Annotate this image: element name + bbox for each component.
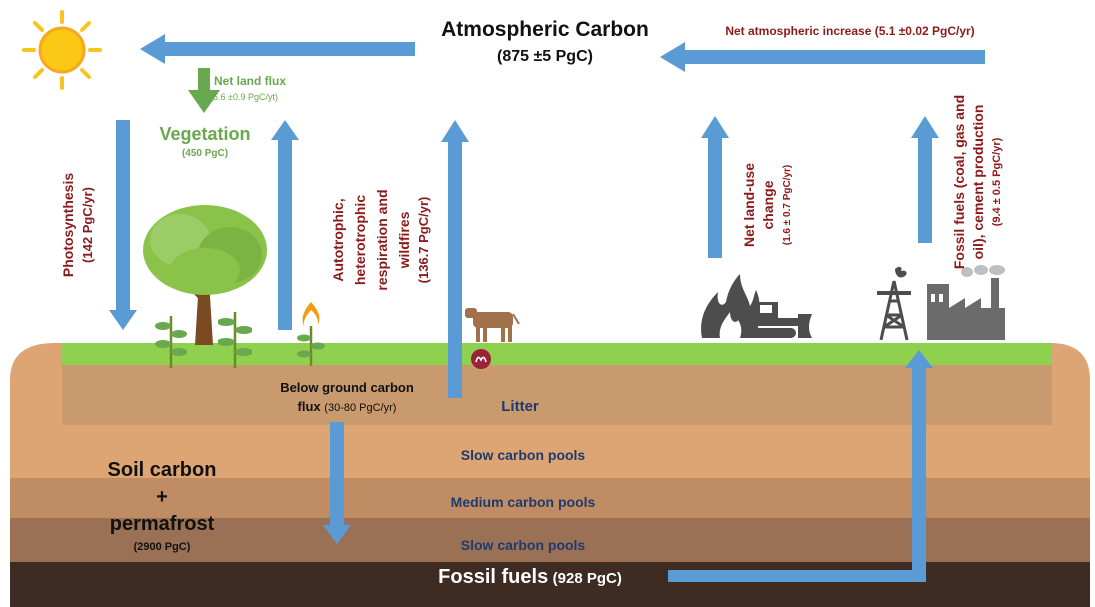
soil-carbon-label: Soil carbon + permafrost — [72, 457, 252, 538]
tree-icon — [143, 205, 267, 345]
fossil-fuels-label: Fossil fuels (928 PgC) — [400, 566, 660, 589]
arrow-fossil-emission — [911, 116, 939, 243]
fossil-emission-value: (9.4 ± 0.5 PgC/yr) — [991, 137, 1003, 227]
net-land-flux-value: (5.6 ±0.9 PgC/yt) — [210, 92, 278, 102]
fire-icon — [297, 302, 325, 366]
soil-line1: Soil carbon — [107, 459, 217, 481]
arrow-net-increase — [660, 42, 985, 72]
photosynthesis-text: Photosynthesis — [60, 172, 76, 278]
soil-amount: (2900 PgC) — [133, 541, 191, 553]
vegetation-amount: (450 PgC) — [181, 148, 229, 159]
plant-icon — [218, 312, 252, 368]
soil-line3: permafrost — [109, 513, 215, 535]
photosynthesis-value: (142 PgC/yr) — [80, 187, 95, 263]
oil-rig-icon — [877, 266, 911, 340]
net-atmospheric-increase-label: Net atmospheric increase (5.1 ±0.02 PgC/… — [725, 24, 975, 38]
land-use-label: Net land-use change (1.6 ± 0.7 PgC/yr) — [740, 130, 800, 280]
photosynthesis-label: Photosynthesis (142 PgC/yr) — [59, 140, 99, 310]
respiration-line4: wildfires — [396, 211, 412, 269]
medium-carbon-pools: Medium carbon pools — [450, 494, 596, 510]
topsoil-layer — [62, 365, 1052, 425]
arrow-litter-up — [441, 120, 469, 398]
soil-line2: + — [156, 486, 168, 508]
below-ground-value: (30-80 PgC/yr) — [324, 402, 397, 414]
respiration-line3: respiration and — [374, 189, 390, 291]
arrow-photosynthesis — [109, 120, 137, 330]
arrow-net-land-flux — [188, 68, 220, 113]
respiration-line1: Autotrophic, — [330, 198, 346, 282]
atmosphere-title: Atmospheric Carbon — [441, 18, 649, 41]
net-land-flux-label: Net land flux — [214, 74, 287, 88]
microbe-icon — [471, 349, 491, 369]
land-use-value: (1.6 ± 0.7 PgC/yr) — [782, 164, 793, 246]
respiration-label: Autotrophic, heterotrophic respiration a… — [327, 135, 431, 345]
plant-icon — [155, 316, 187, 368]
fossil-fuels-title: Fossil fuels — [438, 566, 549, 588]
fossil-emission-label: Fossil fuels (coal, gas and oil), cement… — [950, 87, 1010, 277]
vegetation-title: Vegetation — [159, 124, 251, 144]
below-ground-line1: Below ground carbon — [280, 380, 414, 395]
arrow-land-use — [701, 116, 729, 258]
fossil-emission-line1: Fossil fuels (coal, gas and — [951, 94, 967, 270]
arrow-fossil-extraction — [668, 350, 933, 582]
respiration-line2: heterotrophic — [352, 194, 368, 286]
respiration-value: (136.7 PgC/yr) — [416, 196, 431, 284]
below-ground-label: Below ground carbon flux (30-80 PgC/yr) — [262, 378, 432, 418]
land-use-line1: Net land-use — [741, 163, 757, 248]
atmosphere-amount: (875 ±5 PgC) — [497, 48, 593, 65]
cow-icon — [465, 308, 520, 342]
bulldozer-fire-icon — [701, 274, 812, 338]
land-use-line2: change — [760, 180, 776, 230]
medium-pool-band — [10, 478, 1090, 518]
fossil-fuels-amount: (928 PgC) — [552, 570, 622, 587]
deep-pool-band — [10, 518, 1090, 562]
grass-strip — [62, 343, 1052, 365]
sun-icon — [22, 10, 102, 90]
litter-label: Litter — [501, 398, 539, 415]
slow-carbon-pools-top: Slow carbon pools — [460, 447, 586, 463]
fossil-emission-line2: oil), cement production — [970, 104, 986, 260]
slow-carbon-pools-bottom: Slow carbon pools — [460, 537, 586, 553]
below-ground-line2: flux (30-80 PgC/yr) — [262, 397, 432, 418]
factory-icon — [927, 265, 1005, 340]
arrow-respiration — [271, 120, 299, 330]
below-ground-flux-word: flux — [297, 399, 321, 414]
arrow-atmos-to-sun — [140, 34, 415, 64]
arrow-below-ground-down — [323, 422, 351, 544]
